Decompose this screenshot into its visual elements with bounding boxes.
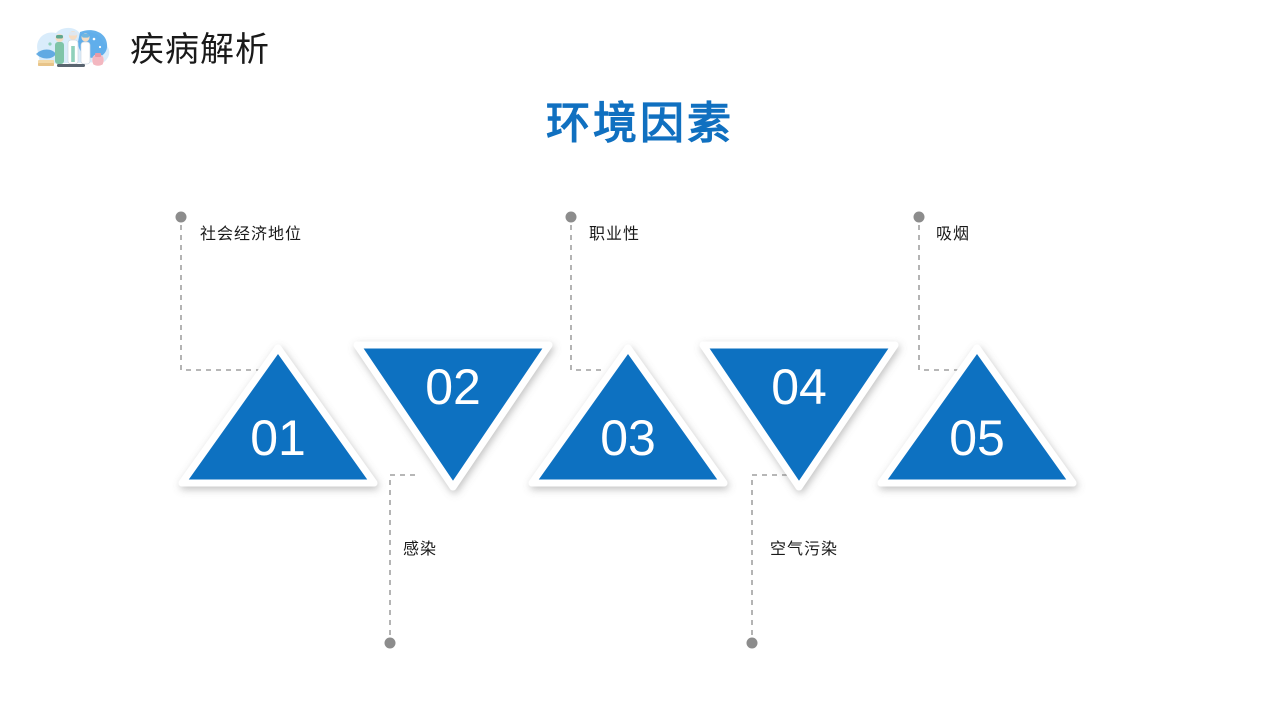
triangle-number-03: 03 bbox=[600, 410, 656, 466]
triangle-shape-01[interactable]: 01 bbox=[178, 344, 378, 487]
triangle-shape-02[interactable]: 02 bbox=[353, 341, 553, 491]
triangle-number-05: 05 bbox=[949, 410, 1005, 466]
main-title: 环境因素 bbox=[546, 99, 734, 148]
triangle-outline-03 bbox=[528, 344, 728, 487]
triangle-shape-04[interactable]: 04 bbox=[699, 341, 899, 491]
factor-label-04: 空气污染 bbox=[770, 541, 839, 558]
page-title: 疾病解析 bbox=[130, 31, 270, 69]
triangle-number-01: 01 bbox=[250, 410, 306, 466]
factor-label-05: 吸烟 bbox=[936, 226, 971, 243]
triangle-outline-04 bbox=[699, 341, 899, 491]
triangle-outline-02 bbox=[353, 341, 553, 491]
triangle-outline-01 bbox=[178, 344, 378, 487]
triangle-number-02: 02 bbox=[425, 359, 481, 415]
factor-label-02: 感染 bbox=[403, 541, 438, 558]
triangle-shape-05[interactable]: 05 bbox=[877, 344, 1077, 487]
factor-label-01: 社会经济地位 bbox=[200, 226, 303, 243]
triangle-number-04: 04 bbox=[771, 359, 827, 415]
triangle-outline-05 bbox=[877, 344, 1077, 487]
slide-header: 疾病解析 bbox=[28, 22, 270, 78]
medical-team-illustration-icon bbox=[36, 27, 110, 67]
factor-label-03: 职业性 bbox=[589, 226, 641, 243]
triangle-shape-03[interactable]: 03 bbox=[528, 344, 728, 487]
